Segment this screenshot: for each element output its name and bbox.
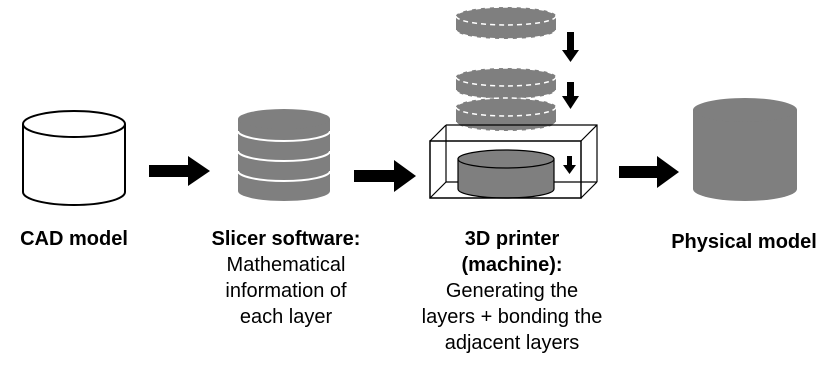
arrow-down-icon — [562, 82, 579, 109]
arrow-right-icon — [354, 160, 416, 192]
arrow-down-icon — [563, 156, 576, 174]
cad-model-cylinder-icon — [22, 110, 126, 206]
cad-model-title: CAD model — [20, 228, 128, 250]
arrow-right-icon — [149, 156, 210, 186]
arrow-right-icon — [619, 156, 679, 188]
printer-layer-disc-icon — [455, 67, 557, 100]
sliced-cylinder-icon — [237, 109, 331, 201]
3d-printer-title: 3D printer (machine): — [461, 228, 563, 276]
printer-build-box-icon — [429, 124, 598, 199]
physical-model-title: Physical model — [671, 231, 817, 253]
slicer-software-title: Slicer software: — [211, 228, 361, 250]
slicer-software-label: Slicer software: Mathematical informatio… — [186, 226, 386, 330]
physical-model-cylinder-icon — [693, 98, 797, 201]
3d-printer-label: 3D printer (machine): Generating the lay… — [402, 226, 622, 356]
printer-layer-disc-icon — [455, 97, 557, 132]
arrow-down-icon — [562, 32, 579, 62]
physical-model-label: Physical model — [660, 229, 828, 255]
slicer-software-description: Mathematical information of each layer — [225, 254, 347, 328]
printer-layer-disc-icon — [455, 6, 557, 40]
3d-printer-description: Generating the layers + bonding the adja… — [421, 280, 603, 354]
cad-model-label: CAD model — [0, 226, 148, 252]
